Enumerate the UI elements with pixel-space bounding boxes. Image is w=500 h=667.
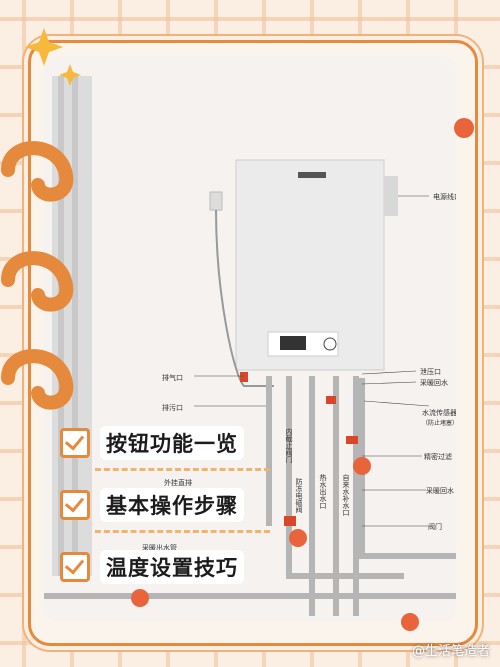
label-power: 电源线口 [433,193,456,201]
label-exhaust: 排气口 [162,374,183,382]
menu-item-label: 温度设置技巧 [100,550,244,584]
label-inner-valve: 内截止阀门 [285,428,293,463]
checkbox-icon [60,552,90,582]
boiler-diagram [44,76,456,616]
label-relief: 泄压口 [420,368,441,376]
label-heating-supply: 采暖出水管 [142,544,177,552]
divider [95,468,270,471]
label-cold-in: 自来水补水口 [342,474,350,516]
label-valve: 阀门 [428,523,442,531]
boiler-photo: 电源线口 排气口 排污口 泄压口 采暖回水 水流传感器 （防止堵塞） 精密过滤 … [44,56,456,622]
label-filter: 精密过滤 [424,453,452,461]
label-outer-pipe: 外挂直排 [164,479,192,487]
checkbox-icon [60,490,90,520]
watermark-text: @生活笔造者 [411,644,490,659]
watermark: @生活笔造者 [412,640,490,659]
label-flow-sensor: 水流传感器 [422,409,456,417]
label-heating-return: 采暖回水 [420,379,448,387]
checkbox-icon [60,428,90,458]
label-hot-out: 热水出水口 [319,474,327,509]
menu-item-label: 按钮功能一览 [100,426,244,460]
label-anti-freeze: 防冻电磁阀 [295,478,303,513]
menu-item-button-functions[interactable]: 按钮功能一览 [60,424,244,462]
menu-item-temperature-tips[interactable]: 温度设置技巧 [60,548,244,586]
label-heating-return2: 采暖回水 [426,487,454,495]
divider [95,530,270,533]
menu-item-operation-steps[interactable]: 基本操作步骤 [60,486,244,524]
menu-item-label: 基本操作步骤 [100,488,244,522]
label-drain: 排污口 [162,404,183,412]
label-flow-sensor-note: （防止堵塞） [422,420,456,427]
